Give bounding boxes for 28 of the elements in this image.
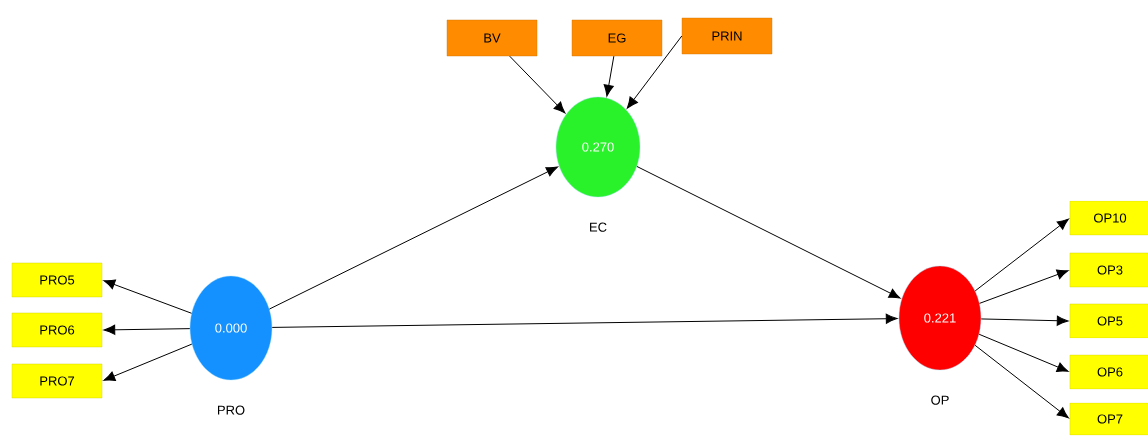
arrow <box>974 218 1069 292</box>
arrow <box>974 344 1069 419</box>
indicator-box: OP6 <box>1069 354 1148 390</box>
arrow <box>978 333 1069 372</box>
indicator-box: PRO6 <box>11 312 103 348</box>
indicator-box: BV <box>446 19 538 57</box>
indicator-box: PRO7 <box>11 363 103 399</box>
indicator-box: PRIN <box>681 17 773 55</box>
arrow <box>626 35 683 109</box>
arrow <box>103 279 192 314</box>
arrow <box>509 55 566 114</box>
arrow <box>636 165 901 299</box>
construct-label: PRO <box>218 405 245 415</box>
indicator-box: OP3 <box>1069 252 1148 288</box>
indicator-box: OP10 <box>1069 200 1148 236</box>
arrow <box>103 343 193 381</box>
arrow <box>103 324 191 335</box>
construct-label: EC <box>590 222 607 232</box>
arrow <box>980 315 1069 326</box>
arrow <box>271 313 898 328</box>
construct-label: OP <box>931 395 949 405</box>
indicator-box: EG <box>571 19 663 57</box>
arrow <box>979 269 1069 304</box>
arrow <box>268 166 558 310</box>
indicator-box: OP5 <box>1069 303 1148 339</box>
indicator-box: PRO5 <box>11 262 103 298</box>
arrow <box>603 55 615 97</box>
indicator-box: OP7 <box>1069 402 1148 436</box>
